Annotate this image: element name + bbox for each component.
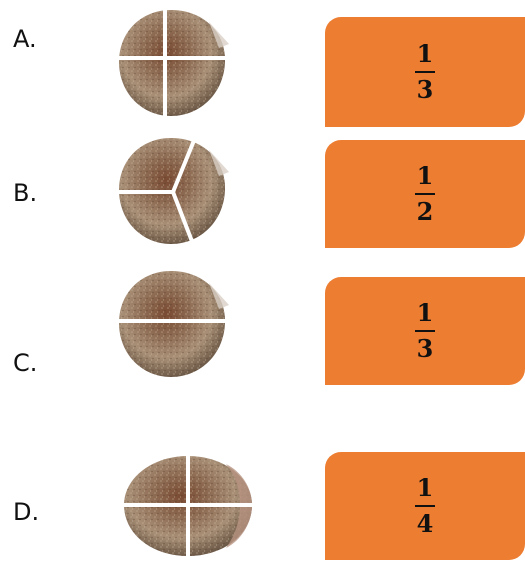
- numerator: 1: [416, 161, 434, 191]
- fraction: 1 2: [415, 162, 435, 225]
- fraction-card-a[interactable]: 1 3: [325, 17, 525, 127]
- pie-halves-graphic: [115, 271, 229, 377]
- fraction-card-d[interactable]: 1 4: [325, 452, 525, 560]
- pie-quarters-graphic: [117, 8, 229, 118]
- fraction: 1 3: [415, 299, 435, 362]
- pie-a-image: [113, 4, 231, 126]
- numerator: 1: [416, 298, 434, 328]
- fraction-bar: [415, 193, 435, 195]
- pie-b-image: [113, 132, 231, 254]
- option-c-label: C.: [13, 349, 38, 377]
- option-b-label: B.: [13, 179, 38, 207]
- fraction: 1 3: [415, 40, 435, 103]
- option-d-label: D.: [13, 498, 40, 526]
- option-a-label: A.: [13, 25, 37, 53]
- fraction: 1 4: [415, 474, 435, 537]
- fraction-bar: [415, 71, 435, 73]
- denominator: 3: [416, 334, 434, 363]
- pie-d-image: [118, 450, 258, 564]
- denominator: 3: [416, 75, 434, 104]
- pie-c-image: [113, 265, 231, 387]
- fraction-card-b[interactable]: 1 2: [325, 140, 525, 248]
- numerator: 1: [416, 39, 434, 69]
- numerator: 1: [416, 473, 434, 503]
- denominator: 2: [416, 197, 434, 226]
- pie-quarters-graphic: [122, 452, 254, 558]
- fraction-card-c[interactable]: 1 3: [325, 277, 525, 385]
- pie-thirds-graphic: [117, 137, 229, 245]
- denominator: 4: [416, 509, 434, 538]
- fraction-bar: [415, 505, 435, 507]
- fraction-bar: [415, 330, 435, 332]
